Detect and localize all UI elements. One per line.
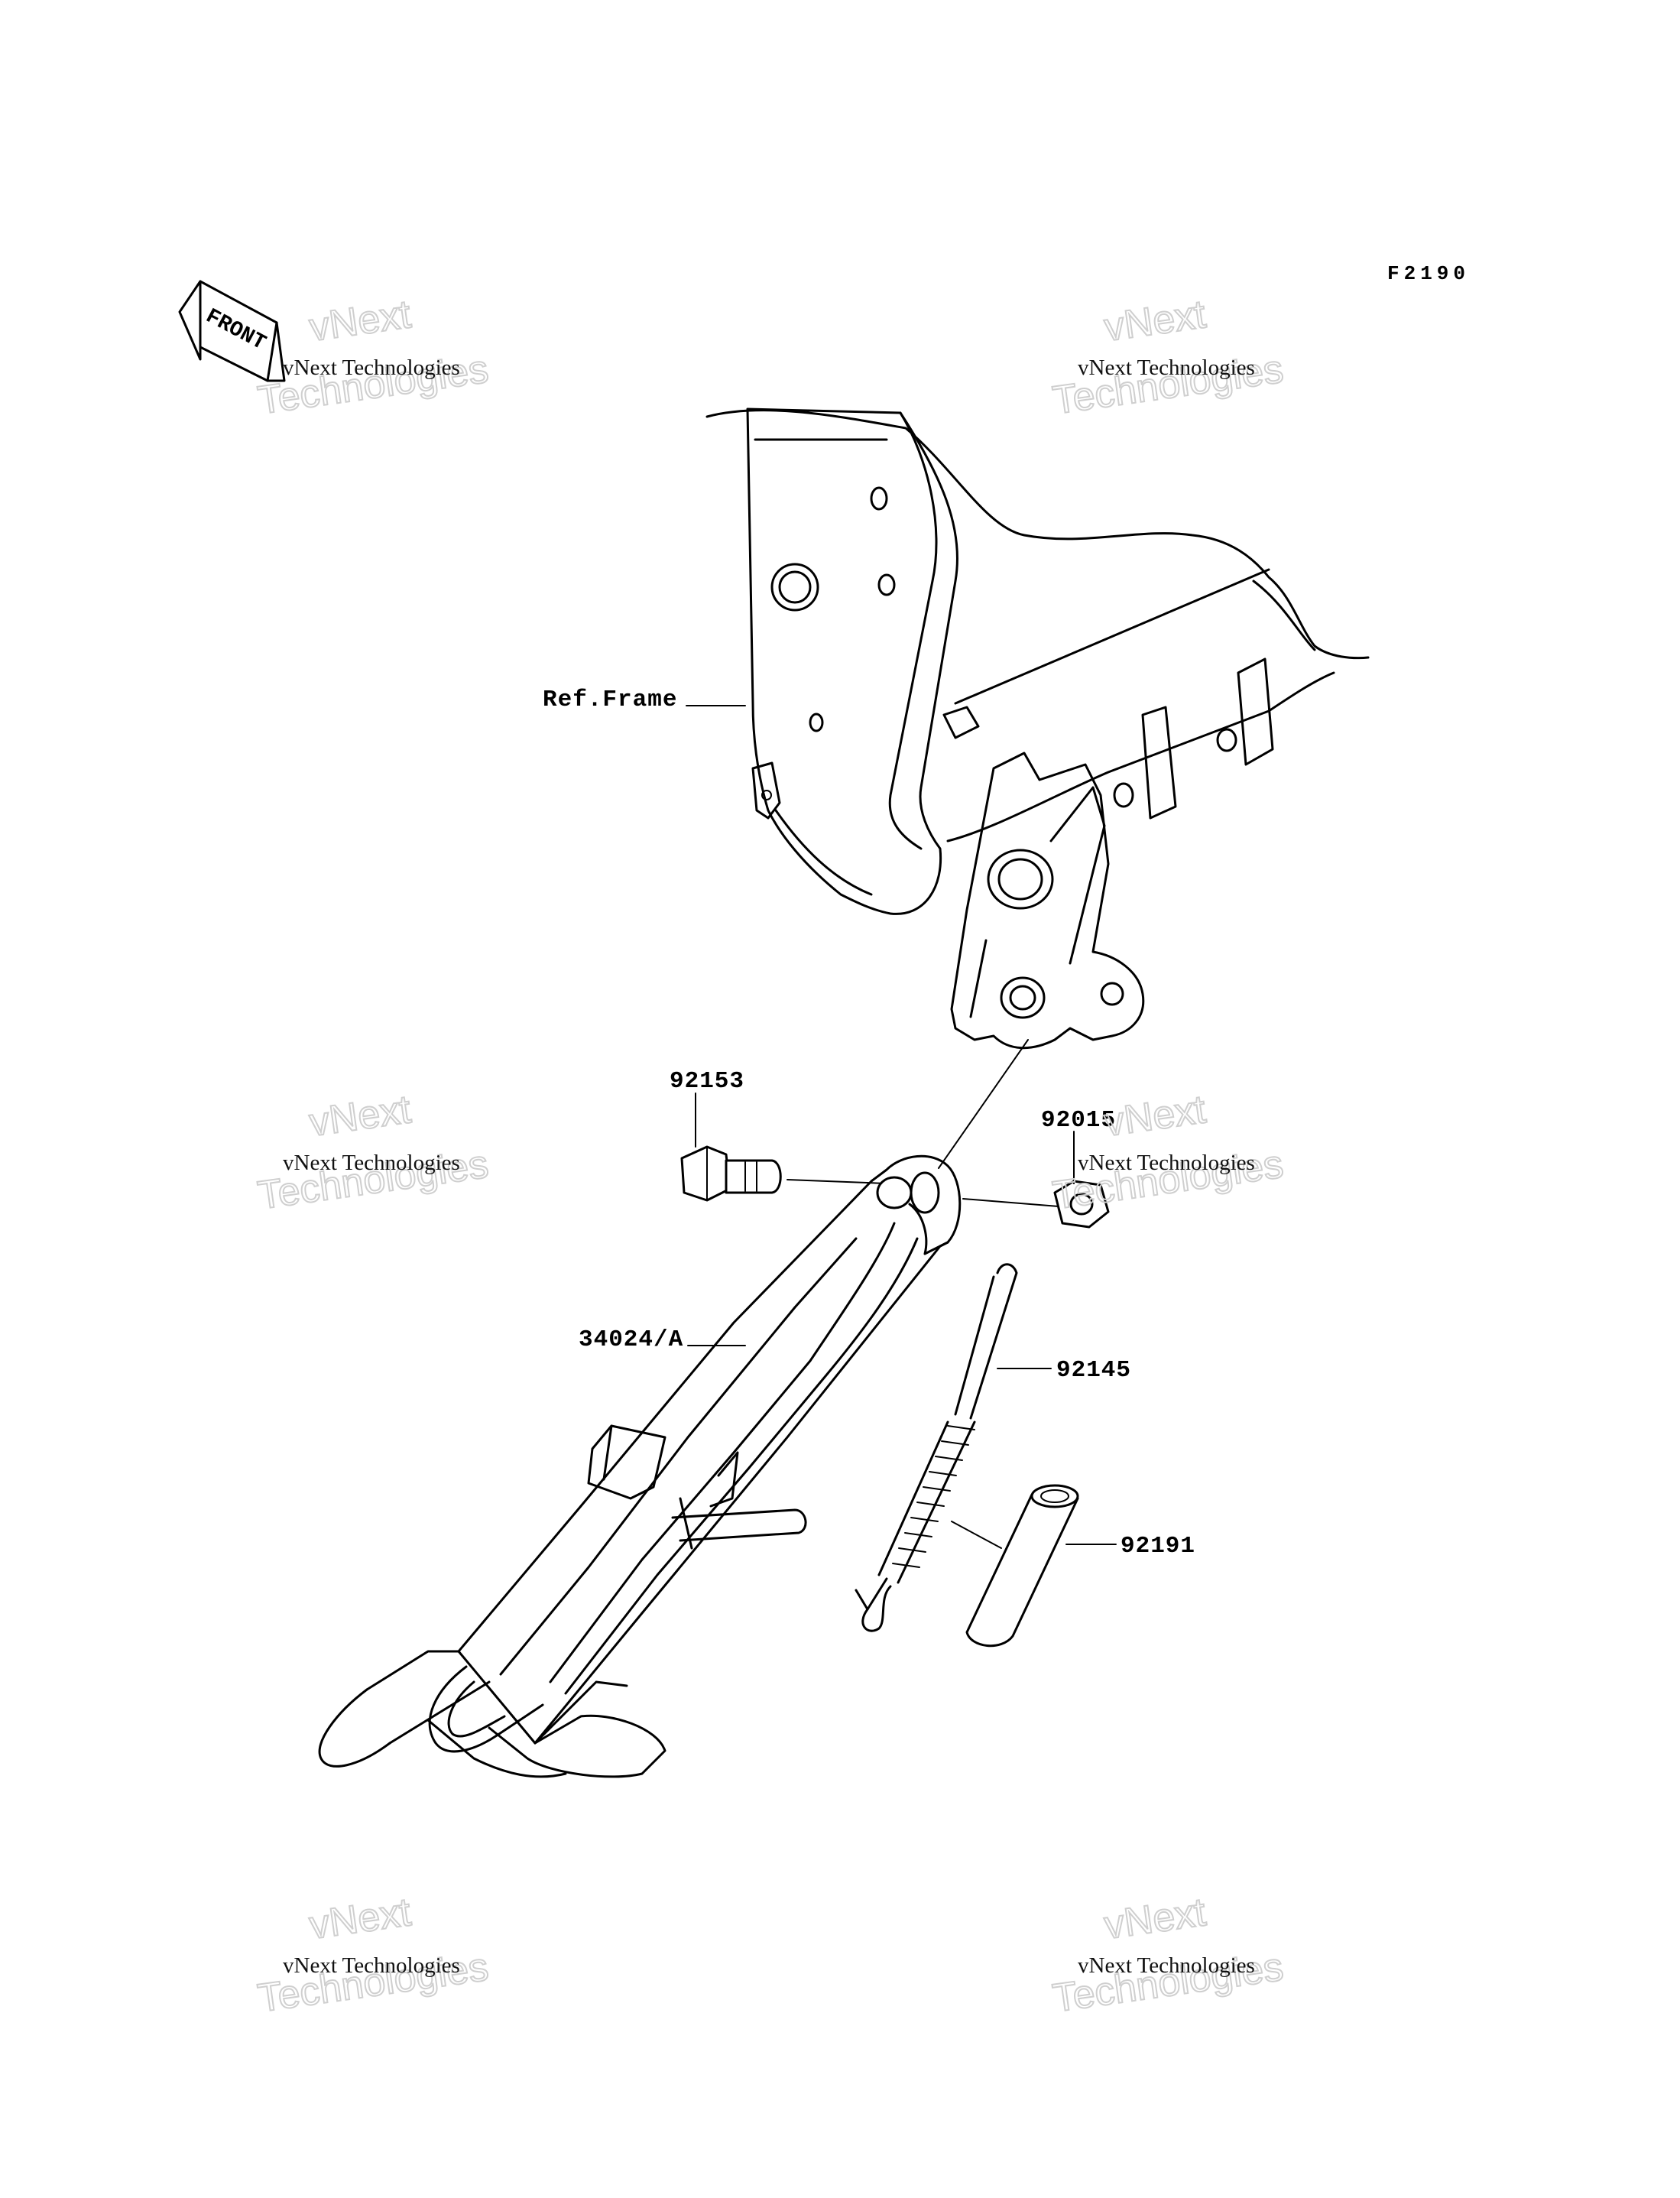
svg-text:vNext: vNext (306, 292, 414, 350)
svg-text:vNext Technologies: vNext Technologies (283, 1953, 460, 1978)
label-side-stand: 34024/A (579, 1326, 683, 1353)
watermark-middle-right: vNext Technologies vNext Technologies (1049, 1086, 1287, 1219)
svg-text:vNext: vNext (1101, 1087, 1208, 1145)
svg-text:vNext: vNext (1101, 292, 1208, 350)
assembly-guide-lines (786, 1039, 1059, 1549)
svg-text:vNext Technologies: vNext Technologies (1078, 1953, 1255, 1978)
watermark-top-right: vNext Technologies vNext Technologies (1049, 291, 1287, 424)
watermark-middle-left: vNext Technologies vNext Technologies (255, 1086, 492, 1219)
label-collar: 92191 (1121, 1533, 1195, 1560)
svg-text:vNext Technologies: vNext Technologies (283, 1151, 460, 1175)
watermark-bottom-left: vNext Technologies vNext Technologies (255, 1889, 492, 2021)
bolt-illustration (680, 1145, 782, 1202)
frame-illustration (705, 407, 1370, 1050)
label-spring: 92145 (1056, 1357, 1131, 1384)
svg-text:vNext: vNext (306, 1890, 414, 1948)
side-stand-illustration (318, 1154, 962, 1778)
svg-text:vNext Technologies: vNext Technologies (1078, 1151, 1255, 1175)
svg-text:vNext: vNext (1101, 1890, 1208, 1948)
callout-leaders (686, 705, 1117, 1545)
diagram-code: F2190 (1387, 262, 1470, 285)
collar-illustration (965, 1484, 1079, 1648)
svg-text:vNext: vNext (306, 1087, 414, 1145)
watermark-bottom-right: vNext Technologies vNext Technologies (1049, 1889, 1287, 2021)
label-bolt: 92153 (670, 1068, 744, 1095)
svg-text:vNext Technologies: vNext Technologies (283, 356, 460, 380)
front-arrow-icon: FRONT (178, 280, 286, 382)
spring-illustration (855, 1263, 1018, 1632)
svg-text:vNext Technologies: vNext Technologies (1078, 356, 1255, 380)
spring-coils (892, 1425, 975, 1568)
label-nut: 92015 (1041, 1107, 1116, 1134)
watermark-top-left: vNext Technologies vNext Technologies (255, 291, 492, 424)
label-ref-frame: Ref.Frame (543, 687, 677, 713)
